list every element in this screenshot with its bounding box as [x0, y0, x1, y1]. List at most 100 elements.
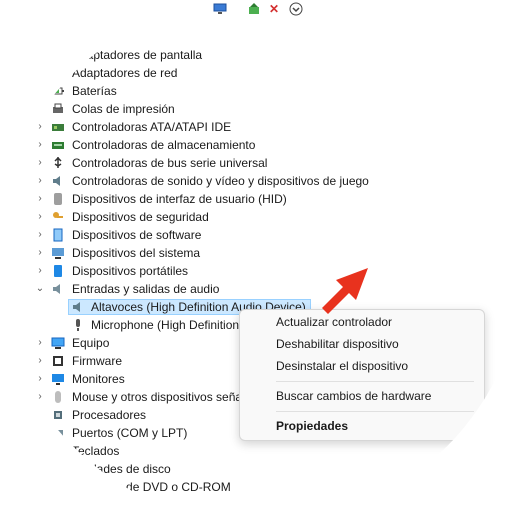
tree-category[interactable]: ›Mouse y otros dispositivos señaladores — [0, 388, 520, 406]
chevron-right-icon[interactable]: › — [38, 373, 42, 384]
tree-item-label: Dispositivos de seguridad — [72, 210, 209, 224]
tree-item-label: Colas de impresión — [72, 102, 175, 116]
battery-icon — [52, 87, 64, 95]
tree-category[interactable]: › Adaptadores de pantalla — [0, 46, 520, 64]
tree-item-label: Dispositivos de software — [72, 228, 202, 242]
chevron-right-icon[interactable]: › — [38, 355, 42, 366]
download-icon[interactable] — [288, 2, 304, 16]
pointer-arrow-icon — [322, 268, 368, 314]
hid-icon — [54, 193, 62, 205]
menu-separator — [276, 411, 474, 412]
chevron-right-icon[interactable]: › — [38, 445, 42, 456]
tree-category[interactable]: › Teclados — [0, 442, 520, 460]
menu-item-scan-hardware[interactable]: Buscar cambios de hardware — [276, 389, 432, 403]
chevron-right-icon[interactable]: › — [38, 157, 42, 168]
device-tree: › Adaptadores de pantalla › Adaptadores de … — [0, 46, 520, 496]
chevron-right-icon[interactable]: › — [38, 427, 42, 438]
tree-category[interactable]: › Firmware — [0, 352, 520, 370]
chevron-right-icon[interactable]: › — [38, 85, 42, 96]
tree-category[interactable]: › Unidades de DVD o CD-ROM — [0, 478, 520, 496]
tree-item-label: Dispositivos del sistema — [72, 246, 201, 260]
chevron-right-icon[interactable]: › — [38, 193, 42, 204]
tree-item-label: Entradas y salidas de audio — [72, 282, 220, 296]
tree-item-label: Adaptadores de pantalla — [72, 48, 203, 62]
computer-icon — [51, 337, 65, 349]
system-device-icon — [52, 248, 64, 259]
tree-item-label: Puertos (COM y LPT) — [72, 426, 188, 440]
tree-item-label: Controladoras de bus serie universal — [72, 156, 268, 170]
tree-category[interactable]: › Controladoras de bus serie universal — [0, 154, 520, 172]
tree-category[interactable]: ›Procesadores — [0, 406, 520, 424]
tree-category[interactable]: › Dispositivos de interfaz de usuario (HI… — [0, 190, 520, 208]
monitor-icon — [52, 374, 64, 385]
chevron-down-icon[interactable]: ⌄ — [35, 283, 45, 294]
tree-item-label: Equipo — [72, 336, 110, 350]
menu-item-uninstall-device[interactable]: Desinstalar el dispositivo — [276, 359, 409, 373]
security-key-icon — [53, 212, 63, 218]
menu-item-properties[interactable]: Propiedades — [276, 419, 349, 433]
microphone-icon — [76, 319, 80, 331]
disk-drive-icon — [52, 466, 64, 472]
chevron-right-icon[interactable]: › — [38, 337, 42, 348]
tree-category[interactable]: › Dispositivos portátiles — [0, 262, 520, 280]
tree-category[interactable]: › Controladoras de sonido y vídeo y dispo… — [0, 172, 520, 190]
tree-item-label: Controladoras ATA/ATAPI IDE — [72, 120, 232, 134]
storage-controller-icon — [52, 142, 64, 149]
chevron-right-icon[interactable]: › — [38, 265, 42, 276]
tree-category[interactable]: › Controladoras ATA/ATAPI IDE — [0, 118, 520, 136]
tree-category[interactable]: › Controladoras de almacenamiento — [0, 136, 520, 154]
tree-category[interactable]: ›Monitores — [0, 370, 520, 388]
tree-category[interactable]: › Adaptadores de red — [0, 64, 520, 82]
keyboard-icon — [52, 448, 64, 454]
chevron-right-icon[interactable]: › — [38, 463, 42, 474]
chevron-right-icon[interactable]: › — [38, 247, 42, 258]
tree-item-label: Dispositivos portátiles — [72, 264, 189, 278]
tree-category[interactable]: › Dispositivos de software — [0, 226, 520, 244]
chevron-right-icon[interactable]: › — [38, 49, 42, 60]
usb-icon — [54, 156, 62, 168]
monitor-scan-icon[interactable] — [212, 2, 228, 16]
tree-category[interactable]: › Dispositivos del sistema — [0, 244, 520, 262]
tree-item-label: Unidades de DVD o CD-ROM — [72, 480, 231, 494]
tree-category[interactable]: › Equipo — [0, 334, 520, 352]
chevron-right-icon[interactable]: › — [38, 229, 42, 240]
tree-category[interactable]: › Puertos (COM y LPT) — [0, 424, 520, 442]
tree-category[interactable]: › Dispositivos de seguridad — [0, 208, 520, 226]
chevron-right-icon[interactable]: › — [38, 139, 42, 150]
tree-category[interactable]: › Colas de impresión — [0, 100, 520, 118]
context-menu: Actualizar controlador Deshabilitar disp… — [239, 309, 485, 441]
tree-item-label: Unidades de disco — [72, 462, 171, 476]
network-adapter-icon — [53, 68, 63, 79]
chevron-right-icon[interactable]: › — [38, 409, 42, 420]
tree-item-label: Teclados — [72, 444, 120, 458]
tree-item-label: Firmware — [72, 354, 122, 368]
chevron-right-icon[interactable]: › — [38, 211, 42, 222]
port-icon — [53, 430, 63, 436]
speaker-icon — [53, 176, 60, 186]
tree-item-label: Controladoras de almacenamiento — [72, 138, 256, 152]
tree-item-label: Baterías — [72, 84, 117, 98]
mouse-icon — [55, 391, 61, 403]
chevron-right-icon[interactable]: › — [38, 121, 42, 132]
processor-icon — [54, 411, 62, 419]
tree-category[interactable]: › Unidades de disco — [0, 460, 520, 478]
driver-update-icon[interactable] — [246, 2, 262, 16]
chevron-right-icon[interactable]: › — [38, 175, 42, 186]
menu-item-update-driver[interactable]: Actualizar controlador — [276, 315, 393, 329]
software-device-icon — [53, 228, 63, 242]
remove-device-icon[interactable]: ✕ — [268, 2, 280, 16]
tree-item-label: Adaptadores de red — [72, 66, 178, 80]
chevron-right-icon[interactable]: › — [38, 481, 42, 492]
chevron-right-icon[interactable]: › — [38, 103, 42, 114]
tree-item-label: Controladoras de sonido y vídeo y dispos… — [72, 174, 369, 188]
tree-category[interactable]: ⌄ Entradas y salidas de audio — [0, 280, 520, 298]
chevron-right-icon[interactable]: › — [38, 67, 42, 78]
menu-separator — [276, 381, 474, 382]
tree-item-label: Dispositivos de interfaz de usuario (HID… — [72, 192, 287, 206]
portable-device-icon — [54, 265, 62, 277]
printer-icon — [53, 103, 63, 113]
menu-item-disable-device[interactable]: Deshabilitar dispositivo — [276, 337, 399, 351]
chevron-right-icon[interactable]: › — [38, 391, 42, 402]
tree-category[interactable]: › Baterías — [0, 82, 520, 100]
